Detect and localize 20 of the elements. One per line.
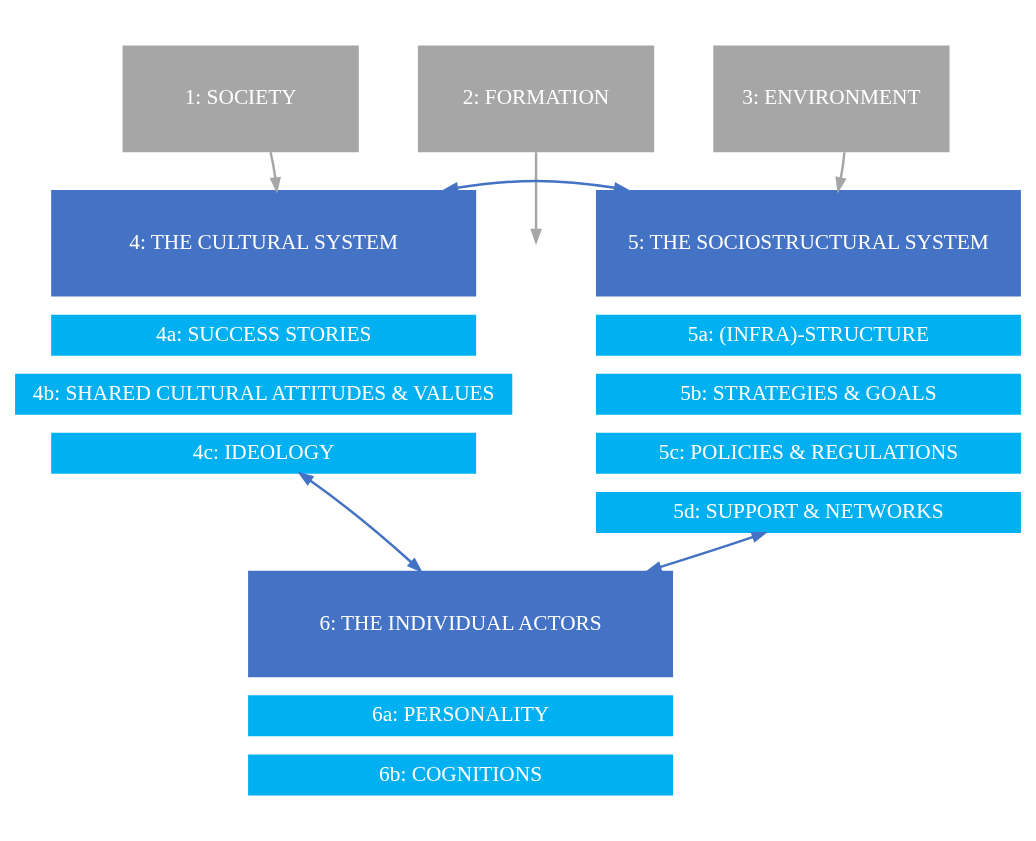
node-box: 2: FORMATION [417,45,655,153]
arrow [645,531,768,573]
node-box: 5c: POLICIES & REGULATIONS [595,432,1021,474]
node-box: 5: THE SOCIOSTRUCTURAL SYSTEM [595,189,1021,297]
node-box: 5d: SUPPORT & NETWORKS [595,491,1021,533]
node-box: 4b: SHARED CULTURAL ATTITUDES & VALUES [15,373,513,415]
node-box: 5b: STRATEGIES & GOALS [595,373,1021,415]
node-box: 6: THE INDIVIDUAL ACTORS [248,570,674,678]
node-box: 3: ENVIRONMENT [713,45,950,153]
node-box: 4: THE CULTURAL SYSTEM [51,189,477,297]
node-box: 6a: PERSONALITY [248,695,674,737]
node-box: 5a: (INFRA)-STRUCTURE [595,314,1021,356]
node-box: 4c: IDEOLOGY [51,432,477,474]
arrow [297,471,423,573]
node-box: 6b: COGNITIONS [248,754,674,796]
arrow [530,152,542,246]
arrow [269,152,281,194]
arrow [835,152,847,194]
node-box: 1: SOCIETY [122,45,359,153]
node-box: 4a: SUCCESS STORIES [51,314,477,356]
